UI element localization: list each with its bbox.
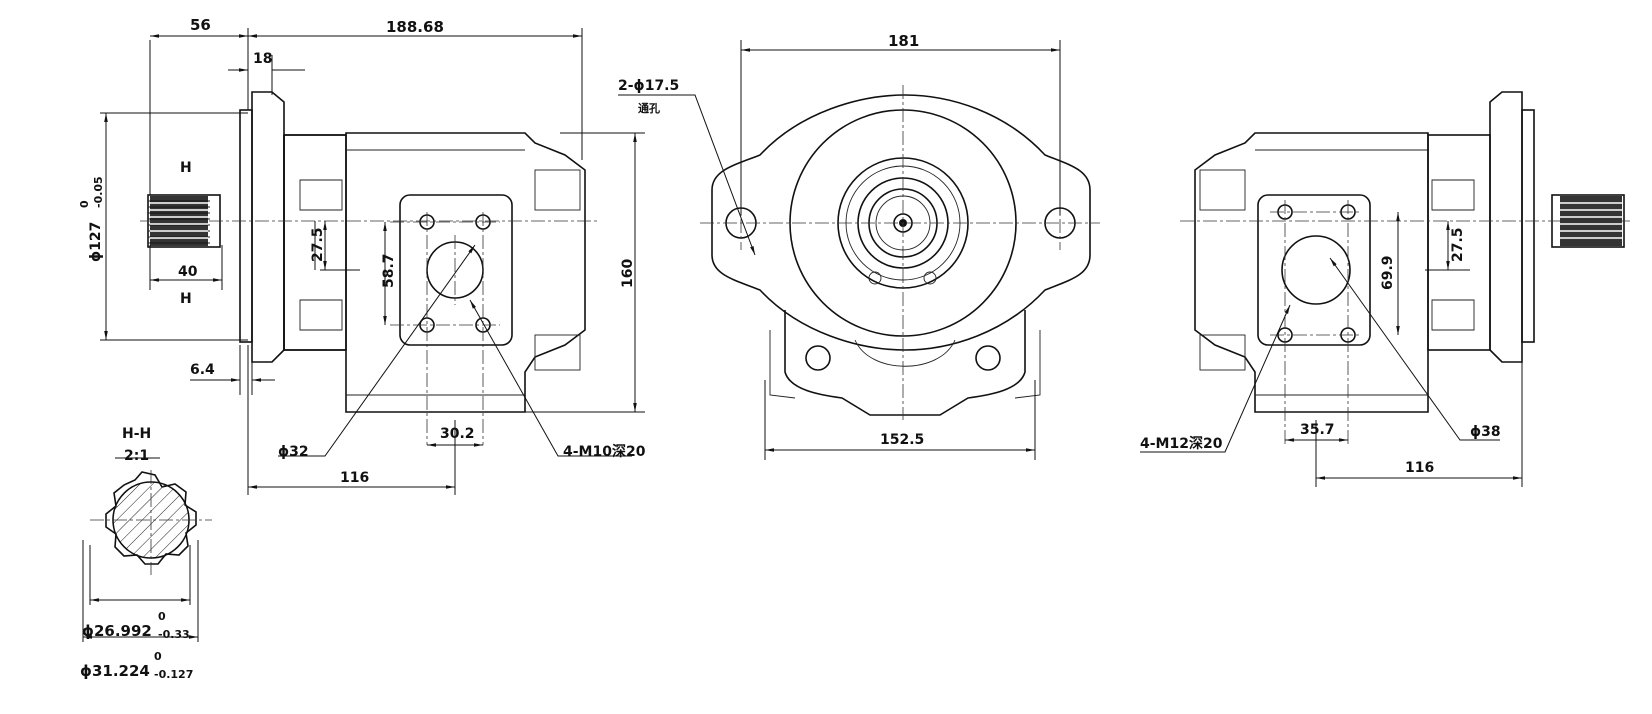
dim-40: 40 xyxy=(178,264,198,280)
pump-body-left xyxy=(345,132,586,413)
dim-6-4: 6.4 xyxy=(190,362,215,378)
port-face-right xyxy=(1257,194,1371,346)
dim-188-68: 188.68 xyxy=(386,18,444,36)
callout-mount-holes: 2-ϕ17.5 xyxy=(618,78,679,94)
dim-160: 160 xyxy=(620,259,636,288)
mounting-flange-left xyxy=(251,91,285,363)
left-side-view xyxy=(100,28,645,495)
dim-27-5-left: 27.5 xyxy=(310,227,326,262)
section-h-h-view xyxy=(82,457,212,642)
dim-181: 181 xyxy=(888,32,919,50)
dim-152-5: 152.5 xyxy=(880,432,924,448)
section-mark-bottom: H xyxy=(180,291,192,307)
right-side-view xyxy=(1140,91,1630,487)
dim-phi38: ϕ38 xyxy=(1470,424,1501,440)
callout-m10-ports: 4-M10深20 xyxy=(563,443,646,460)
port-circle-right xyxy=(1281,235,1351,305)
front-view xyxy=(618,40,1100,460)
dim-phi127: ϕ127 xyxy=(88,222,104,262)
front-lower-body xyxy=(784,310,1026,416)
dim-30-2: 30.2 xyxy=(440,426,475,442)
dim-phi31-224: ϕ31.224 xyxy=(80,662,150,680)
dim-phi127-tol-upper: 0 xyxy=(78,200,91,208)
dim-27-5-right: 27.5 xyxy=(1450,227,1466,262)
dim-phi127-tol-lower: -0.05 xyxy=(92,176,105,208)
callout-through-hole-note: 通孔 xyxy=(638,102,660,115)
front-flange-outline xyxy=(711,94,1091,351)
dim-phi26-992-tol-upper: 0 xyxy=(158,610,166,623)
dim-69-9: 69.9 xyxy=(1380,255,1396,290)
pump-body-right xyxy=(1194,132,1429,413)
dim-phi31-224-tol-upper: 0 xyxy=(154,650,162,663)
mounting-flange-right xyxy=(1489,91,1523,363)
dim-phi26-992: ϕ26.992 xyxy=(82,622,152,640)
dim-phi32: ϕ32 xyxy=(278,444,309,460)
section-mark-top: H xyxy=(180,160,192,176)
dim-116-right: 116 xyxy=(1405,460,1434,476)
dim-35-7: 35.7 xyxy=(1300,422,1335,438)
dim-phi26-992-tol-lower: -0.33 xyxy=(158,628,190,641)
port-face-left xyxy=(399,194,513,346)
dim-18: 18 xyxy=(253,51,272,67)
dim-58-7: 58.7 xyxy=(381,253,397,288)
pilot-boss-left xyxy=(239,109,253,343)
dim-56: 56 xyxy=(190,16,211,34)
section-title: H-H xyxy=(122,426,151,442)
callout-m12-ports: 4-M12深20 xyxy=(1140,435,1223,452)
section-scale: 2:1 xyxy=(124,448,149,464)
dimension-labels: 56 188.68 18 ϕ127 0 -0.05 H H 40 27.5 58… xyxy=(78,16,1501,681)
dim-116-left: 116 xyxy=(340,470,369,486)
dim-phi31-224-tol-lower: -0.127 xyxy=(154,668,193,681)
